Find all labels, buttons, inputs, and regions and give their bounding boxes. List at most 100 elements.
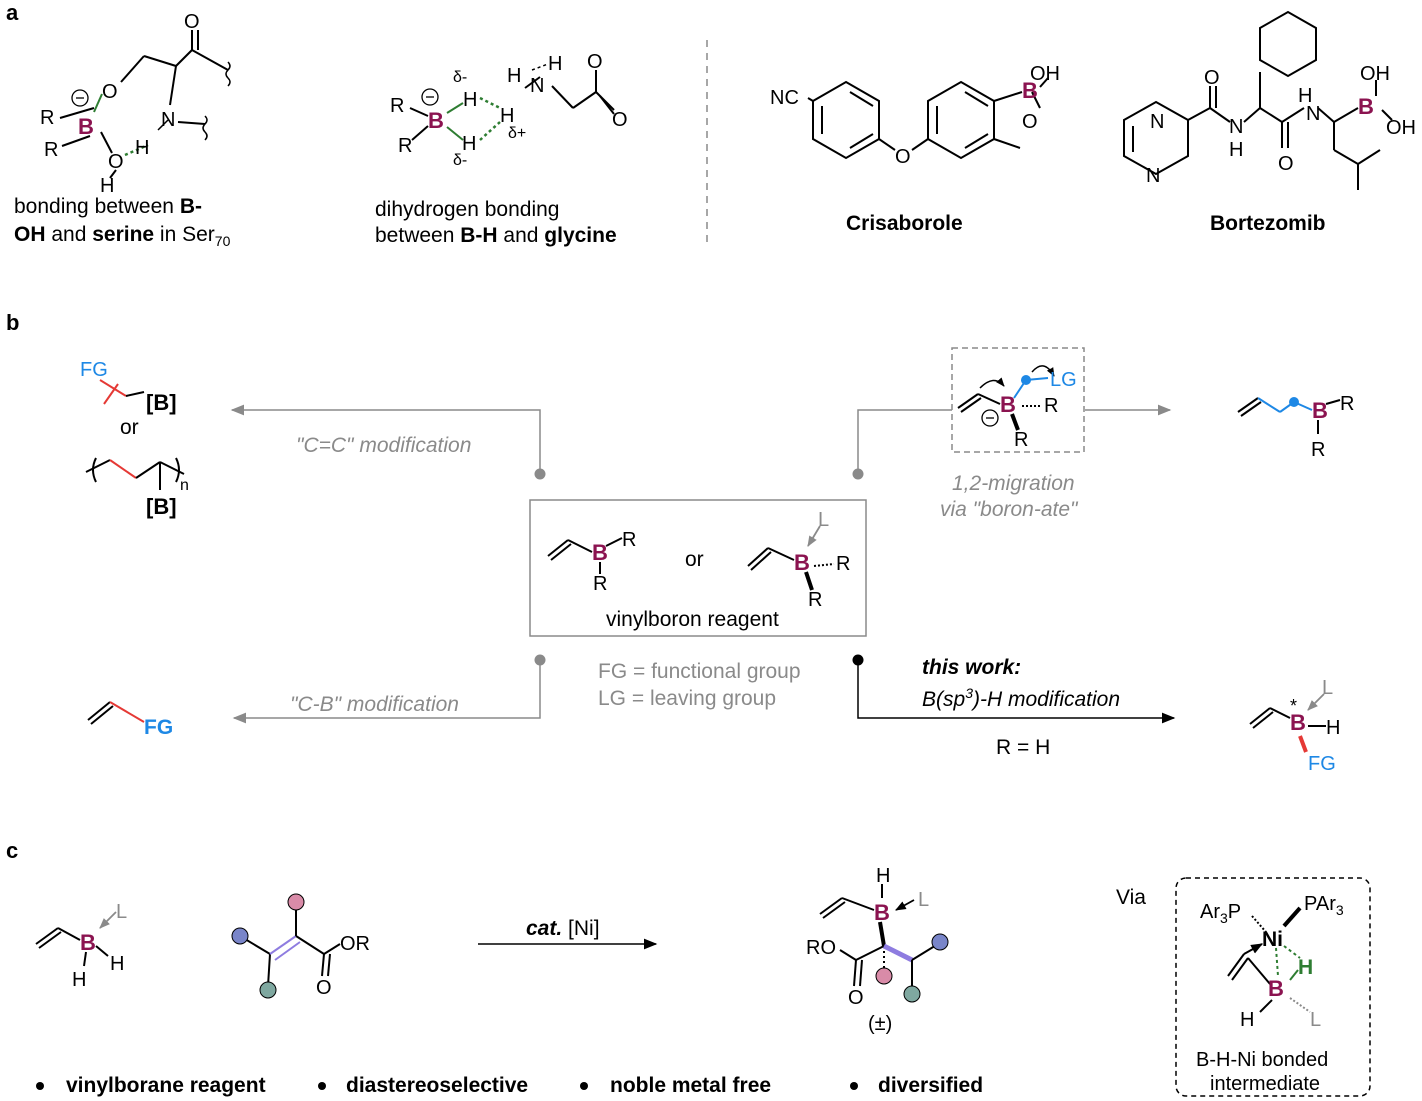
atom-O: O	[102, 81, 118, 103]
migration-label-1: 1,2-migration	[952, 472, 1075, 495]
atom-O: O	[108, 151, 124, 173]
atom-O: O	[184, 11, 200, 33]
ar-sub: 3	[1220, 910, 1228, 926]
wavy-bond	[202, 115, 208, 141]
dihydrogen-bond	[479, 96, 501, 110]
caption-bold: glycine	[544, 224, 616, 247]
bsp3-text: )-H modification	[970, 688, 1120, 711]
atom-H: H	[548, 53, 562, 75]
caption-m1-line2: OH and serine in Ser70	[14, 223, 231, 249]
ligand-arrow	[895, 899, 915, 911]
h-bond-dash	[531, 63, 549, 71]
molecule-bortezomib	[1123, 10, 1393, 190]
product-alkylborane	[819, 884, 939, 988]
ligand-L: L	[818, 509, 829, 531]
h-bond-dash	[124, 143, 149, 157]
atom-N: N	[1306, 103, 1320, 125]
bullet-item: noble metal free	[610, 1074, 771, 1097]
substituent-dot	[259, 981, 277, 999]
product-cb-vinyl-fg	[87, 701, 145, 725]
lg-label: LG	[1050, 369, 1077, 391]
atom-H: H	[1298, 956, 1313, 979]
caption-m2-line2: between B-H and glycine	[375, 224, 617, 247]
atom-NC: NC	[770, 87, 799, 109]
atom-O: O	[587, 51, 603, 73]
migrating-carbon	[1021, 375, 1031, 385]
bullet-item: vinylborane reagent	[66, 1074, 266, 1097]
boron-bracket: [B]	[146, 494, 177, 519]
atom-OH: OH	[1386, 117, 1416, 139]
vinylborane-tetrahedral	[747, 547, 835, 591]
substituent-dot	[231, 927, 249, 945]
atom-R: R	[622, 529, 636, 551]
atom-H: H	[462, 133, 476, 155]
ar-text: Ar	[1200, 901, 1220, 923]
ester-OR: OR	[340, 933, 370, 955]
ligand-ar3p: Ar3P	[1200, 901, 1241, 926]
atom-H: H	[500, 105, 514, 127]
par-sub: 3	[1336, 902, 1344, 918]
bullet-item: diversified	[878, 1074, 983, 1097]
atom-H: H	[876, 865, 890, 887]
caption-bold: serine	[92, 223, 154, 246]
atom-B: B	[874, 900, 890, 925]
atom-B: B	[1268, 976, 1284, 1001]
branch-node	[852, 654, 864, 666]
ligand-arrow	[807, 525, 821, 547]
atom-O: O	[1278, 153, 1294, 175]
atom-R: R	[593, 573, 607, 595]
wavy-bond	[225, 61, 231, 87]
branch-node	[534, 654, 546, 666]
vinylborane-trigonal	[547, 537, 623, 574]
atom-O: O	[316, 977, 332, 999]
this-work-label: this work:	[922, 656, 1021, 679]
atom-R: R	[1014, 429, 1028, 451]
atom-OH: OH	[1030, 63, 1060, 85]
atom-O: O	[848, 987, 864, 1009]
ligand-par3: PAr3	[1304, 893, 1344, 918]
reagent-acrylate	[239, 904, 341, 987]
or-text: or	[120, 416, 139, 439]
product-allylborane	[1237, 397, 1341, 434]
panel-b-label: b	[6, 310, 19, 335]
atom-H: H	[1326, 717, 1340, 739]
product-chiral-borane	[1249, 707, 1326, 753]
bullet-dot	[318, 1082, 326, 1090]
atom-R: R	[40, 107, 54, 129]
substituent-dot	[287, 893, 305, 911]
boronate-box	[951, 347, 1085, 453]
nickel-complex	[1227, 906, 1311, 1013]
atom-B: B	[80, 930, 96, 955]
or-text: or	[685, 548, 704, 571]
delta-minus: δ-	[453, 152, 467, 169]
intermediate-box	[1175, 877, 1371, 1097]
atom-R: R	[390, 95, 404, 117]
atom-H: H	[1240, 1009, 1254, 1031]
caption-text: and	[498, 224, 545, 247]
catalyst-cat: cat.	[526, 917, 562, 940]
substituent-dot	[931, 933, 949, 951]
atom-N: N	[530, 75, 544, 97]
bsp3-text: B(sp	[922, 688, 965, 711]
caption-m1-line1: bonding between B-	[14, 195, 202, 218]
catalyst-label: cat. [Ni]	[526, 917, 600, 940]
atom-O: O	[612, 109, 628, 131]
atom-B: B	[592, 540, 608, 565]
atom-N: N	[1229, 116, 1243, 138]
atom-R: R	[808, 589, 822, 611]
caption-text: in Ser	[154, 223, 215, 246]
lg-definition: LG = leaving group	[598, 687, 776, 710]
caption-m2-line1: dihydrogen bonding	[375, 198, 560, 221]
boron-bracket: [B]	[146, 390, 177, 415]
atom-B: B	[794, 550, 810, 575]
atom-B: B	[78, 114, 94, 139]
molecule-borohydride-glycine	[409, 70, 615, 141]
caption-bold: B-H	[460, 224, 497, 247]
vinylboron-box	[529, 499, 867, 637]
caption-text: bonding between	[14, 195, 180, 218]
ligand-L: L	[1322, 677, 1333, 699]
product-cc-polymer	[85, 457, 185, 490]
substituent-dot	[903, 985, 921, 1003]
boronate-complex	[957, 365, 1055, 431]
